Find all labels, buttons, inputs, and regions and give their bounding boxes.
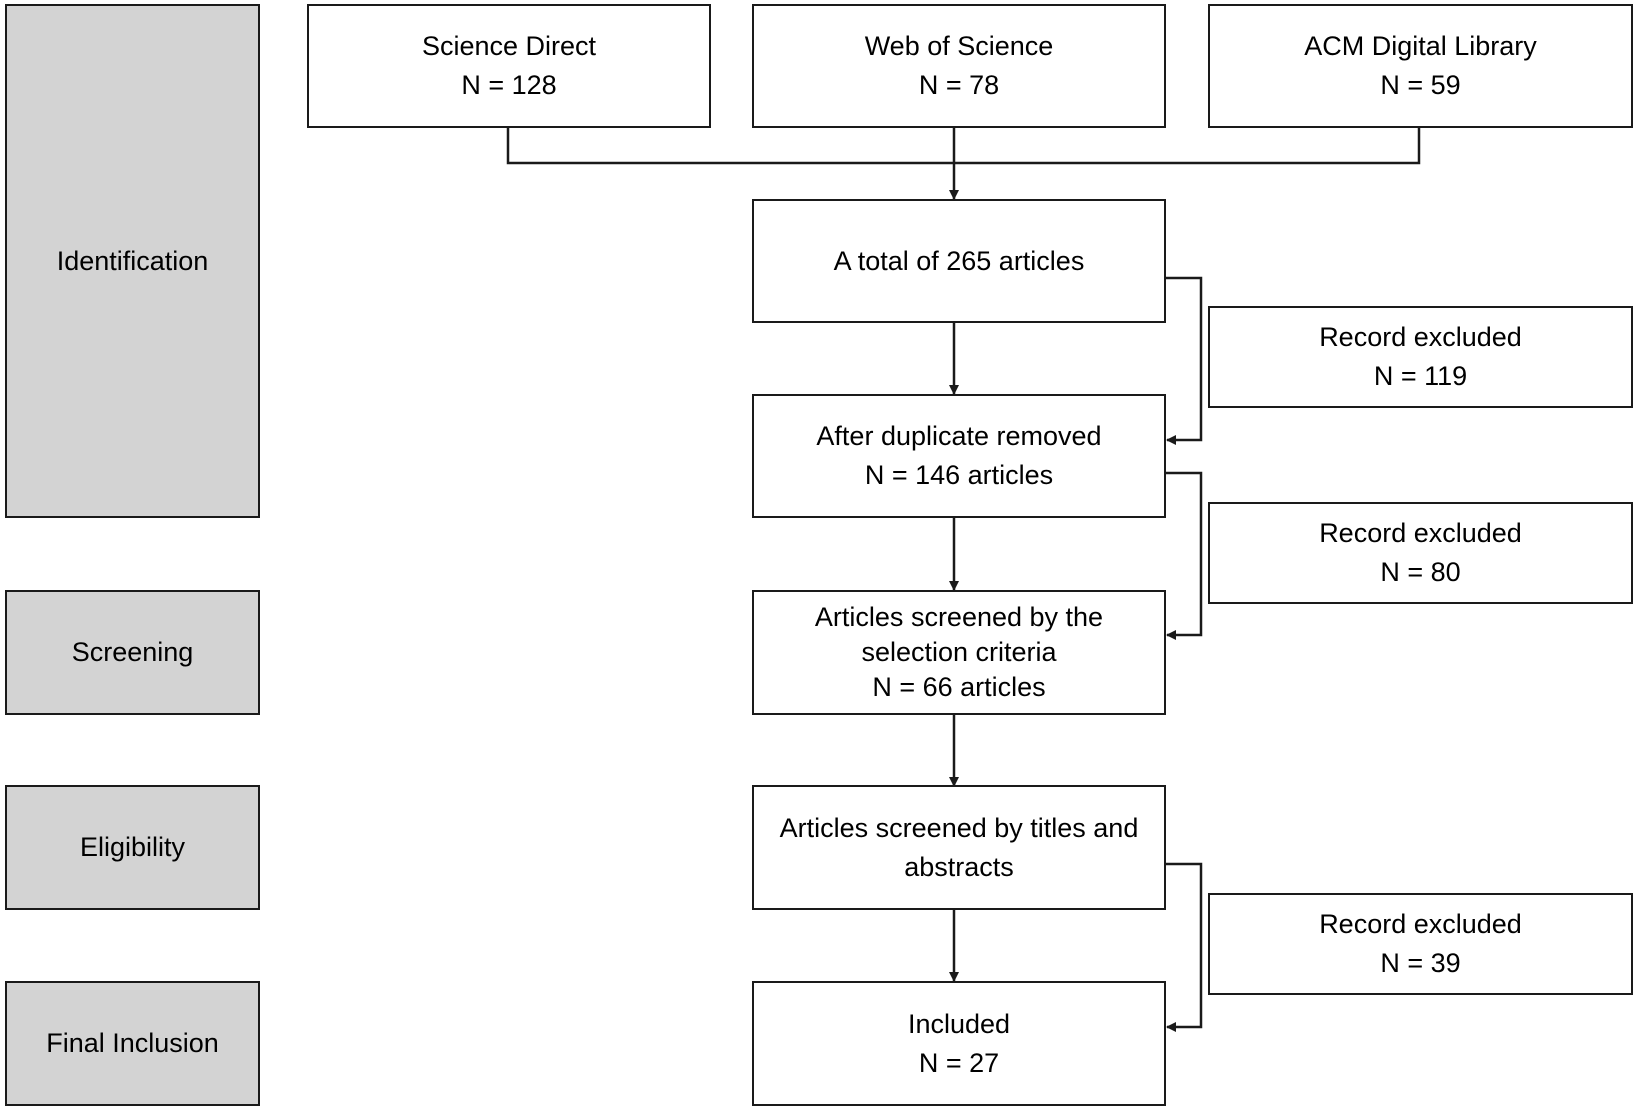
- excluded-box-1: Record excluded N = 119: [1208, 306, 1633, 408]
- excluded-count: N = 80: [1380, 557, 1461, 587]
- screened-criteria-text: Articles screened by the: [814, 602, 1104, 632]
- after-duplicates-count: N = 146 articles: [864, 460, 1054, 490]
- screened-titles-text: abstracts: [904, 851, 1014, 882]
- source-merge-line: [506, 127, 1421, 165]
- stage-final-inclusion: Final Inclusion: [5, 981, 260, 1106]
- after-duplicates-box: After duplicate removed N = 146 articles: [752, 394, 1166, 518]
- stage-identification: Identification: [5, 4, 260, 518]
- excluded-box-2: Record excluded N = 80: [1208, 502, 1633, 604]
- screened-criteria-text: selection criteria: [861, 637, 1057, 667]
- exclusion-bracket-2: [1164, 471, 1203, 640]
- source-name: ACM Digital Library: [1304, 31, 1537, 61]
- source-science-direct: Science Direct N = 128: [307, 4, 711, 128]
- after-duplicates-text: After duplicate removed: [816, 421, 1102, 451]
- screened-titles-box: Articles screened by titles and abstract…: [752, 785, 1166, 910]
- source-count: N = 78: [918, 70, 1000, 100]
- excluded-label: Record excluded: [1319, 518, 1522, 548]
- stage-eligibility: Eligibility: [5, 785, 260, 910]
- excluded-count: N = 119: [1373, 361, 1468, 391]
- source-count: N = 59: [1380, 70, 1461, 100]
- stage-label: Screening: [71, 637, 194, 667]
- included-box: Included N = 27: [752, 981, 1166, 1106]
- source-name: Science Direct: [421, 31, 597, 61]
- total-articles-text: A total of 265 articles: [833, 245, 1085, 276]
- total-articles-box: A total of 265 articles: [752, 199, 1166, 323]
- stage-screening: Screening: [5, 590, 260, 715]
- excluded-label: Record excluded: [1319, 909, 1522, 939]
- screened-titles-text: Articles screened by titles and: [779, 812, 1139, 843]
- excluded-box-3: Record excluded N = 39: [1208, 893, 1633, 995]
- stage-label: Identification: [56, 245, 209, 276]
- included-text: Included: [907, 1008, 1011, 1039]
- included-count: N = 27: [918, 1047, 1000, 1078]
- source-count: N = 128: [461, 70, 557, 100]
- exclusion-bracket-3: [1164, 862, 1203, 1032]
- stage-label: Final Inclusion: [46, 1028, 219, 1058]
- source-web-of-science: Web of Science N = 78: [752, 4, 1166, 128]
- source-acm-digital-library: ACM Digital Library N = 59: [1208, 4, 1633, 128]
- excluded-label: Record excluded: [1319, 322, 1522, 352]
- source-name: Web of Science: [864, 31, 1054, 61]
- screened-criteria-box: Articles screened by the selection crite…: [752, 590, 1166, 715]
- screened-criteria-count: N = 66 articles: [872, 672, 1046, 702]
- stage-label: Eligibility: [79, 832, 186, 862]
- excluded-count: N = 39: [1380, 948, 1461, 978]
- exclusion-bracket-1: [1164, 276, 1203, 445]
